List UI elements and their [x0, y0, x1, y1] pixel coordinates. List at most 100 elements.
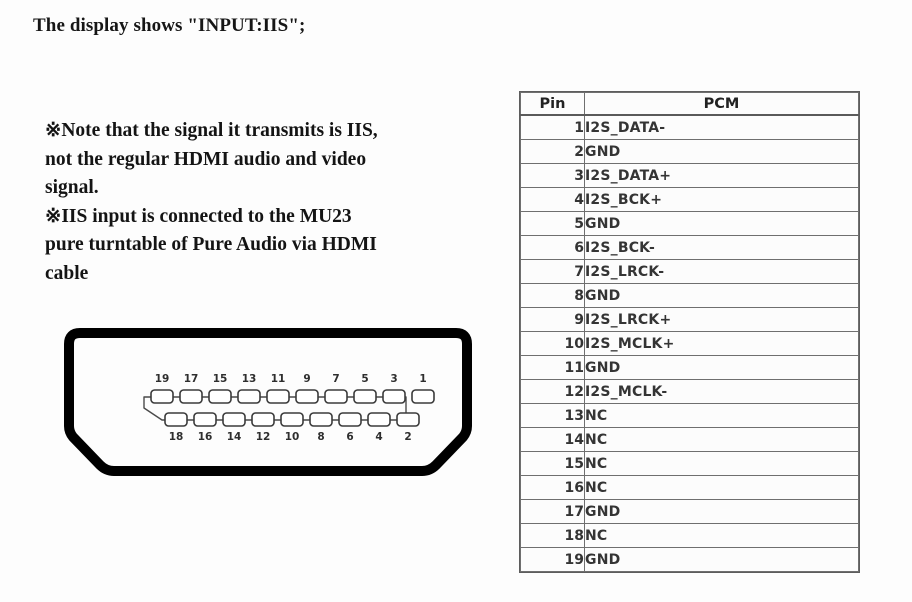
pin-signal-cell: I2S_BCK+ [584, 187, 859, 212]
table-header-row: Pin PCM [520, 92, 859, 116]
pin-number-cell: 8 [520, 283, 585, 308]
pin-number-cell: 2 [520, 139, 585, 164]
bottom-contacts [164, 412, 420, 427]
pin-signal-cell: GND [584, 355, 859, 380]
pin-label: 3 [390, 373, 397, 385]
contact-slot [164, 412, 188, 427]
contact-slot [382, 389, 406, 404]
pin-number-cell: 16 [520, 475, 585, 500]
pin-number-cell: 19 [520, 547, 585, 572]
pin-label: 1 [419, 373, 426, 385]
pin-label: 12 [256, 431, 271, 443]
pin-number-cell: 6 [520, 235, 585, 260]
pin-label: 19 [155, 373, 170, 385]
note-block: ※Note that the signal it transmits is II… [45, 117, 470, 289]
pin-number-cell: 5 [520, 211, 585, 236]
pin-label: 8 [317, 431, 324, 443]
pin-signal-cell: GND [584, 139, 859, 164]
pin-label: 14 [227, 431, 242, 443]
pin-number-cell: 9 [520, 307, 585, 332]
note-line: signal. [45, 177, 99, 199]
pin-signal-cell: I2S_MCLK- [584, 379, 859, 404]
pin-label: 13 [242, 373, 257, 385]
pin-label: 9 [303, 373, 310, 385]
pin-number-cell: 1 [520, 114, 585, 140]
contact-slot [309, 412, 333, 427]
pin-number-cell: 17 [520, 499, 585, 524]
pin-number-cell: 7 [520, 259, 585, 284]
column-header-pcm: PCM [584, 92, 859, 116]
pin-label: 2 [404, 431, 411, 443]
pin-signal-cell: I2S_LRCK+ [584, 307, 859, 332]
contact-slot [237, 389, 261, 404]
pin-signal-cell: GND [584, 499, 859, 524]
contact-slot [179, 389, 203, 404]
pin-number-cell: 14 [520, 427, 585, 452]
pin-signal-cell: GND [584, 283, 859, 308]
contact-slot [150, 389, 174, 404]
contact-slot [280, 412, 304, 427]
contact-slot [222, 412, 246, 427]
pin-signal-cell: I2S_LRCK- [584, 259, 859, 284]
pin-signal-cell: NC [584, 427, 859, 452]
pin-number-cell: 13 [520, 403, 585, 428]
pin-number-cell: 18 [520, 523, 585, 548]
top-contacts [150, 389, 435, 404]
note-line: ※IIS input is connected to the MU23 [45, 205, 352, 227]
hdmi-connector-diagram: 19 17 15 13 11 9 7 5 3 1 18 16 14 12 10 … [58, 322, 478, 487]
pin-signal-cell: I2S_MCLK+ [584, 331, 859, 356]
contact-slot [295, 389, 319, 404]
contact-slot [367, 412, 391, 427]
pin-number-cell: 10 [520, 331, 585, 356]
contact-slot [353, 389, 377, 404]
note-line: ※Note that the signal it transmits is II… [45, 120, 378, 141]
pin-label: 16 [198, 431, 213, 443]
pin-signal-cell: NC [584, 523, 859, 548]
pin-label: 6 [346, 431, 353, 443]
page-title: The display shows "INPUT:IIS"; [33, 15, 306, 36]
contact-slot [208, 389, 232, 404]
pin-signal-cell: I2S_DATA- [584, 114, 859, 140]
note-line: pure turntable of Pure Audio via HDMI [45, 234, 377, 256]
pin-label: 7 [332, 373, 339, 385]
contact-slot [338, 412, 362, 427]
pin-signal-cell: NC [584, 451, 859, 476]
contact-slot [193, 412, 217, 427]
contact-slot [396, 412, 420, 427]
pin-number-cell: 11 [520, 355, 585, 380]
pin-label: 11 [271, 373, 286, 385]
contact-slot [251, 412, 275, 427]
pin-number-cell: 4 [520, 187, 585, 212]
pin-signal-cell: I2S_BCK- [584, 235, 859, 260]
pin-signal-cell: GND [584, 211, 859, 236]
pin-label: 18 [169, 431, 184, 443]
column-header-pin: Pin [520, 92, 585, 116]
contact-slot [324, 389, 348, 404]
pin-signal-cell: I2S_DATA+ [584, 163, 859, 188]
pin-label: 17 [184, 373, 199, 385]
pin-label: 4 [375, 431, 382, 443]
pin-signal-cell: NC [584, 475, 859, 500]
